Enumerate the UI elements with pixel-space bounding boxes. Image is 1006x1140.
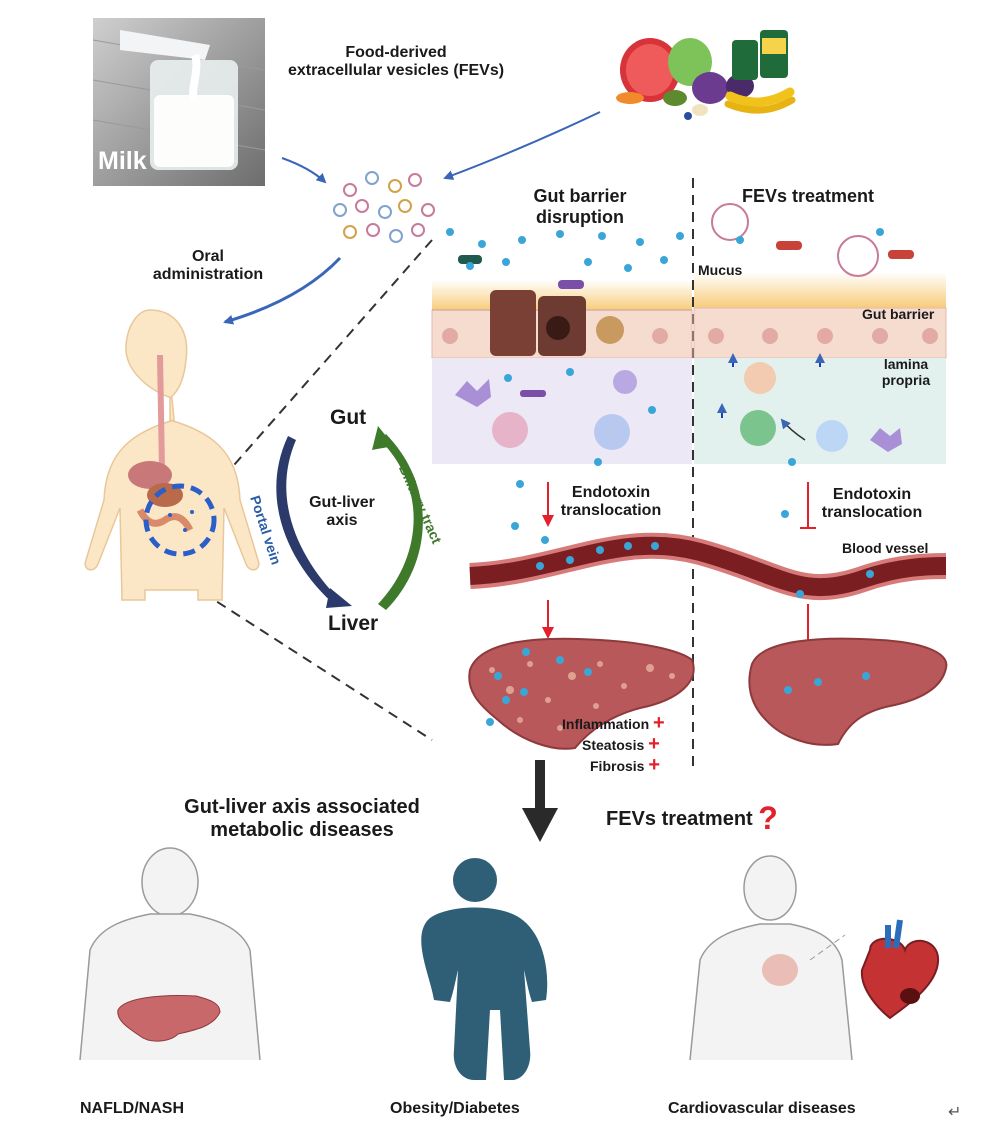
effect-steatosis-sign: + xyxy=(648,733,660,755)
effect-inflammation-sign: + xyxy=(653,712,665,734)
return-icon: ↵ xyxy=(948,1104,962,1121)
effect-fibrosis-label: Fibrosis xyxy=(590,758,645,774)
endotoxin-left-line1: Endotoxin xyxy=(571,484,651,501)
endotoxin-right-line1: Endotoxin xyxy=(832,486,912,503)
effect-fibrosis: Fibrosis + xyxy=(590,754,660,777)
endotoxin-right-line2: translocation xyxy=(821,504,923,522)
gut-label: Gut xyxy=(330,406,367,429)
gut-barrier-label: Gut barrier xyxy=(862,306,935,322)
effect-inflammation-label: Inflammation xyxy=(562,716,650,732)
oral-administration-label: Oral administration xyxy=(138,248,278,285)
human-body xyxy=(84,309,260,601)
lamina-propria-label: lamina propria xyxy=(870,356,942,388)
nafld-nash-label: NAFLD/NASH xyxy=(80,1100,184,1117)
translocation-arrows xyxy=(542,482,816,643)
effect-steatosis-label: Steatosis xyxy=(582,737,645,753)
obesity-diabetes-label: Obesity/Diabetes xyxy=(390,1100,520,1117)
figure-nafld xyxy=(79,847,261,1061)
milk-photo xyxy=(92,18,266,186)
gut-panel-disrupted xyxy=(431,255,693,464)
gut-panel-treated xyxy=(693,203,947,464)
down-arrow xyxy=(522,760,558,842)
diseases-line1: Gut-liver axis associated xyxy=(184,796,420,818)
oral-line1: Oral xyxy=(191,248,224,265)
effect-fibrosis-sign: + xyxy=(648,754,661,776)
question-mark-icon: ? xyxy=(758,800,778,836)
endotoxin-left-line2: translocation xyxy=(560,502,662,520)
fev-title: Food-derived extracellular vesicles (FEV… xyxy=(278,44,514,81)
endotoxin-translocation-right: Endotoxin translocation xyxy=(814,486,930,523)
blood-vessel-label: Blood vessel xyxy=(842,540,929,556)
fruit-vegetable-cluster xyxy=(616,30,796,120)
endotoxin-translocation-left: Endotoxin translocation xyxy=(556,484,666,521)
metabolic-diseases-heading: Gut-liver axis associated metabolic dise… xyxy=(152,796,452,842)
fev-title-line2: extracellular vesicles (FEVs) xyxy=(287,62,505,80)
blood-vessel xyxy=(469,532,947,601)
figure-cardio xyxy=(689,855,940,1061)
gut-liver-axis-arrows xyxy=(276,426,423,610)
lamina-line2: propria xyxy=(881,372,931,389)
fevs-treatment-question: FEVs treatment ? xyxy=(606,800,778,837)
cardiovascular-diseases-label: Cardiovascular diseases xyxy=(668,1100,856,1117)
diseases-line2: metabolic diseases xyxy=(210,819,394,841)
disruption-title-line1: Gut barrier xyxy=(533,186,627,206)
fev-title-line1: Food-derived xyxy=(345,44,447,61)
effect-steatosis: Steatosis + xyxy=(582,733,660,756)
endotoxin-dots xyxy=(446,228,884,544)
fev-vesicle-cluster xyxy=(333,171,435,243)
mucus-label: Mucus xyxy=(698,262,743,278)
axis-center-line1: Gut-liver xyxy=(309,494,375,511)
oral-line2: administration xyxy=(152,266,264,284)
milk-label: Milk xyxy=(98,147,147,175)
effect-inflammation: Inflammation + xyxy=(562,712,665,735)
fevs-treatment-question-text: FEVs treatment xyxy=(606,808,753,830)
liver-diseased xyxy=(468,637,695,750)
liver-healthy xyxy=(748,637,948,746)
blue-arrows xyxy=(223,111,601,325)
liver-label: Liver xyxy=(328,612,379,635)
gut-liver-axis-label: Gut-liver axis xyxy=(300,494,384,531)
figure-obesity xyxy=(421,858,548,1080)
disruption-title-line2: disruption xyxy=(536,206,624,227)
gut-barrier-disruption-title: Gut barrier disruption xyxy=(510,186,650,227)
lamina-line1: lamina xyxy=(883,356,929,372)
axis-center-line2: axis xyxy=(326,512,358,530)
fevs-treatment-panel-title: FEVs treatment xyxy=(742,186,875,206)
